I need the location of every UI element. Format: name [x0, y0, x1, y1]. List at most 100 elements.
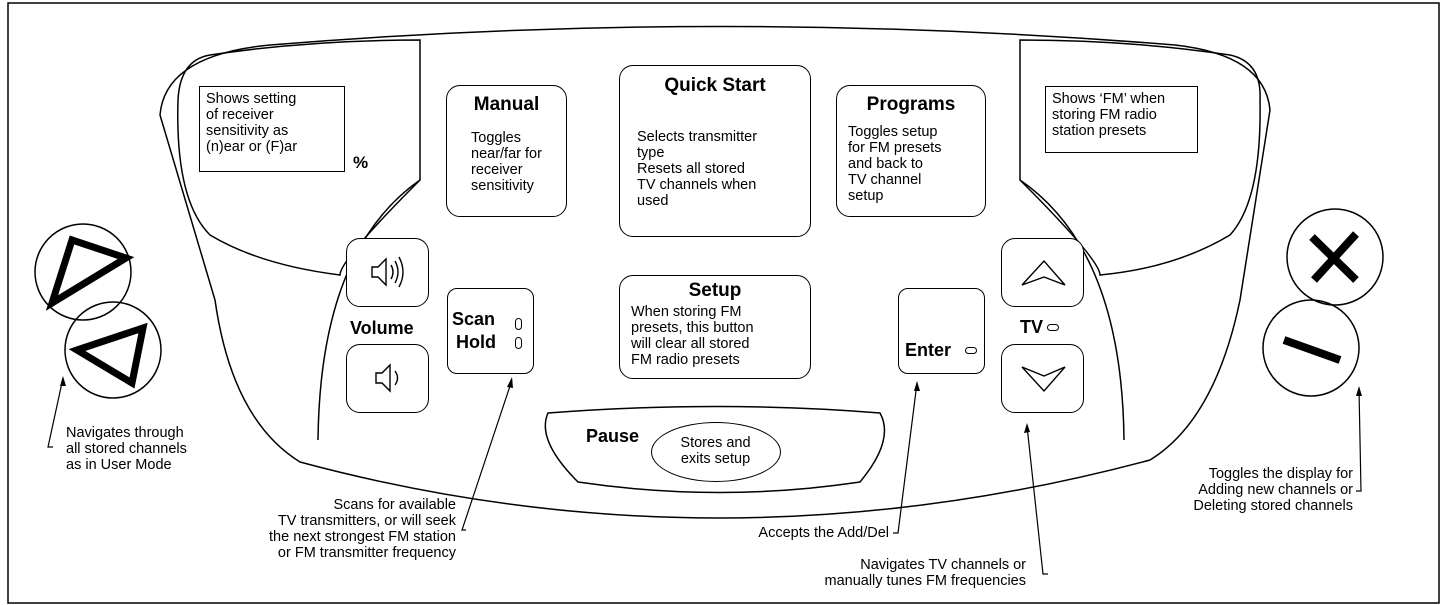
annotation-line: Navigates through: [66, 425, 184, 441]
left-display-line: (n)ear or (F)ar: [206, 139, 298, 155]
nav-down-triangle-icon: [68, 322, 148, 389]
right-display-pod: [1019, 39, 1261, 276]
volume-label: Volume: [350, 318, 414, 338]
manual-desc-line: receiver: [471, 162, 523, 178]
manual-desc-line: Toggles: [471, 130, 521, 146]
setup-desc-line: will clear all stored: [631, 336, 750, 352]
tv-arrowhead: [1024, 423, 1030, 433]
annotation-line: or FM transmitter frequency: [277, 545, 456, 561]
tv-down-button[interactable]: [1001, 344, 1084, 413]
annotation-line: Accepts the Add/Del: [758, 525, 889, 541]
pause-pod: [544, 405, 886, 494]
navigate-leader: [47, 377, 64, 448]
plusminus-leader: [1356, 388, 1362, 492]
minus-button-ring: [1262, 299, 1360, 397]
programs-desc-line: setup: [848, 188, 884, 204]
annotation-line: Navigates TV channels or: [860, 557, 1026, 573]
programs-desc-line: TV channel: [848, 172, 922, 188]
nav-up-button-ring: [34, 223, 132, 321]
setup-button[interactable]: Setup When storing FM presets, this butt…: [619, 275, 811, 379]
annotation-line: the next strongest FM station: [269, 529, 456, 545]
quick-start-title: Quick Start: [664, 75, 766, 96]
quick-start-desc-line: type: [637, 145, 665, 161]
chevron-down-icon: [1021, 366, 1066, 393]
left-display-line: of receiver: [206, 107, 274, 123]
plus-button-ring: [1286, 208, 1384, 306]
speaker-loud-icon: [371, 256, 404, 288]
nav-up-triangle-icon: [45, 235, 135, 311]
manual-desc: Toggles near/far for receiver sensitivit…: [471, 130, 542, 194]
minus-icon: [1282, 336, 1342, 364]
setup-desc-line: presets, this button: [631, 320, 754, 336]
speaker-soft-icon: [375, 363, 399, 393]
annotation-line: Adding new channels or: [1198, 482, 1353, 498]
annotation-line: Deleting stored channels: [1193, 498, 1353, 514]
navigate-annotation: Navigates through all stored channels as…: [66, 425, 187, 473]
programs-title: Programs: [866, 94, 956, 115]
right-display: Shows ‘FM’ when storing FM radio station…: [1045, 86, 1198, 153]
percent-symbol: %: [353, 153, 369, 172]
keypad-outline: [159, 25, 1271, 519]
volume-up-button[interactable]: [346, 238, 429, 307]
tv-label: TV: [1020, 317, 1044, 337]
manual-title: Manual: [473, 94, 540, 115]
setup-title: Setup: [688, 280, 742, 301]
right-inner-curve: [1019, 179, 1125, 441]
setup-desc-line: FM radio presets: [631, 352, 740, 368]
right-display-line: station presets: [1052, 123, 1147, 139]
manual-button[interactable]: Manual Toggles near/far for receiver sen…: [446, 85, 567, 217]
right-display-line: Shows ‘FM’ when: [1052, 91, 1166, 107]
quick-start-desc-line: TV channels when: [637, 177, 757, 193]
tv-up-button[interactable]: [1001, 238, 1084, 307]
right-display-line: storing FM radio: [1052, 107, 1157, 123]
plusminus-annotation: Toggles the display for Adding new chann…: [1193, 466, 1353, 514]
scan-label: Scan: [452, 309, 496, 329]
programs-desc-line: and back to: [848, 156, 923, 172]
programs-desc-line: for FM presets: [848, 140, 942, 156]
tv-annotation: Navigates TV channels or manually tunes …: [825, 557, 1027, 589]
annotation-line: manually tunes FM frequencies: [824, 573, 1027, 589]
annotation-line: Toggles the display for: [1208, 466, 1353, 482]
pause-desc: Stores and exits setup: [652, 435, 779, 467]
setup-desc-line: When storing FM: [631, 304, 742, 320]
quick-start-desc-line: Resets all stored: [637, 161, 745, 177]
programs-desc-line: Toggles setup: [848, 124, 938, 140]
enter-led-indicator: [965, 347, 977, 354]
pause-button[interactable]: Stores and exits setup: [651, 422, 781, 482]
manual-desc-line: near/far for: [471, 146, 542, 162]
programs-button[interactable]: Programs Toggles setup for FM presets an…: [836, 85, 986, 217]
frame-border: [7, 2, 1440, 604]
quick-start-desc-line: Selects transmitter: [637, 129, 758, 145]
nav-down-button-ring: [64, 301, 162, 399]
enter-arrowhead: [914, 381, 920, 391]
scan-leader: [461, 379, 513, 531]
left-display-pod: [177, 39, 421, 276]
annotation-line: TV transmitters, or will seek: [277, 513, 456, 529]
pause-desc-line: exits setup: [680, 451, 751, 467]
annotation-line: all stored channels: [66, 441, 187, 457]
quick-start-desc: Selects transmitter type Resets all stor…: [637, 129, 757, 209]
chevron-up-icon: [1021, 259, 1066, 286]
plus-icon: [1309, 231, 1359, 283]
volume-down-button[interactable]: [346, 344, 429, 413]
quick-start-button[interactable]: Quick Start Selects transmitter type Res…: [619, 65, 811, 237]
hold-label: Hold: [456, 332, 496, 352]
pause-desc-line: Stores and: [680, 435, 751, 451]
quick-start-desc-line: used: [637, 193, 669, 209]
navigate-arrowhead: [60, 376, 66, 386]
pause-label: Pause: [586, 426, 640, 446]
left-display-line: Shows setting: [206, 91, 297, 107]
left-display-line: sensitivity as: [206, 123, 289, 139]
scan-arrowhead: [507, 377, 513, 388]
scan-hold-button[interactable]: Scan Hold: [447, 288, 534, 374]
left-display: Shows setting of receiver sensitivity as…: [199, 86, 345, 172]
tv-leader: [1026, 425, 1048, 575]
annotation-line: as in User Mode: [66, 457, 172, 473]
scan-led-indicator: [515, 318, 522, 330]
manual-desc-line: sensitivity: [471, 178, 534, 194]
setup-desc: When storing FM presets, this button wil…: [631, 304, 754, 368]
tv-led-indicator: [1047, 324, 1059, 331]
plusminus-arrowhead: [1356, 386, 1362, 396]
enter-button[interactable]: Enter: [898, 288, 985, 374]
